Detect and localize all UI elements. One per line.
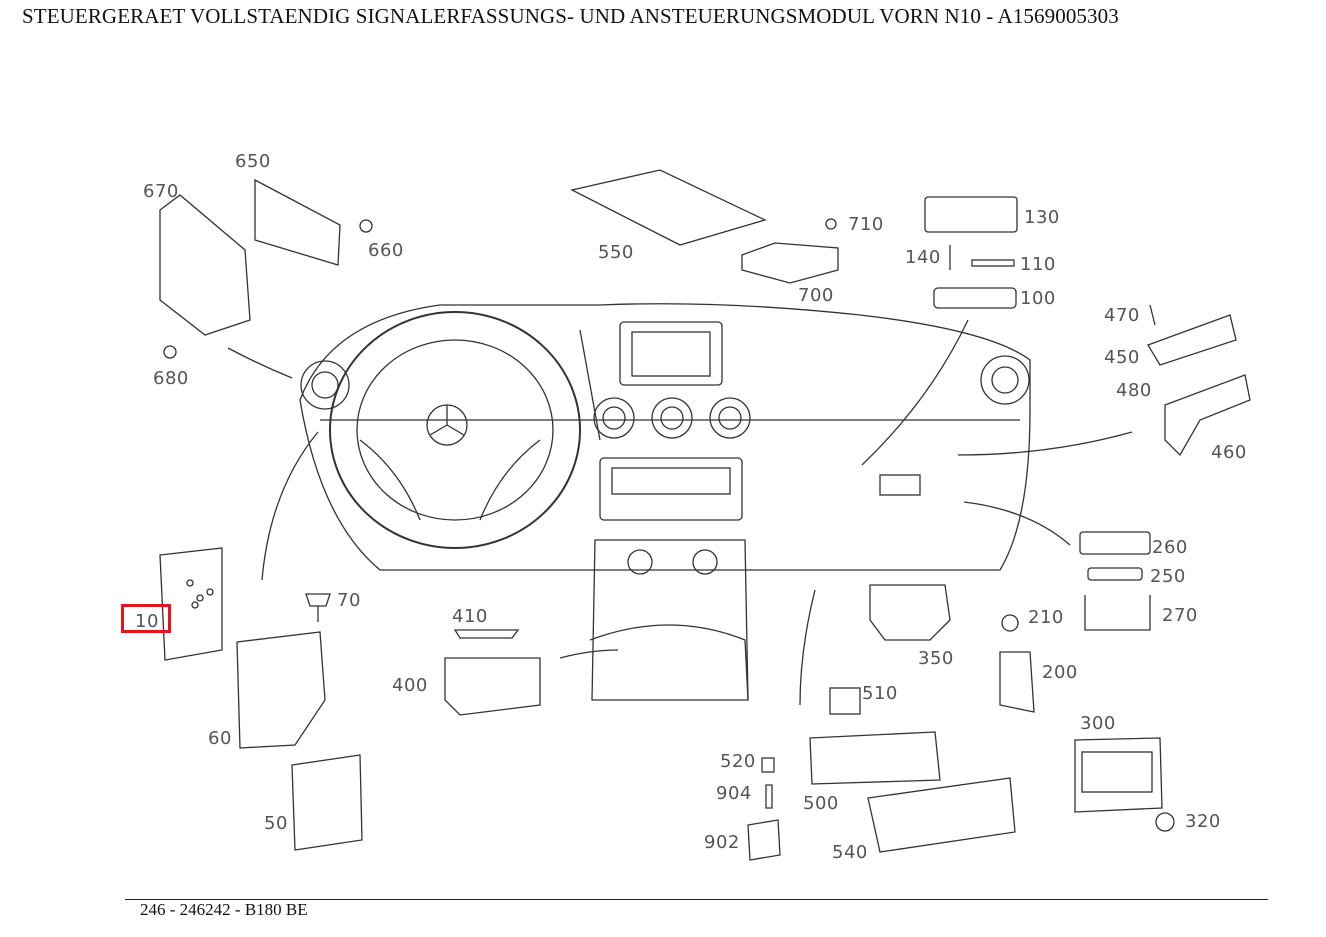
part-label-250: 250 [1150, 566, 1186, 587]
part-label-710: 710 [848, 214, 884, 235]
part-label-70: 70 [337, 590, 361, 611]
pointer-arrows [227, 319, 1133, 706]
part-label-450: 450 [1104, 347, 1140, 368]
part-label-660: 660 [368, 240, 404, 261]
part-label-520: 520 [720, 751, 756, 772]
part-label-680: 680 [153, 368, 189, 389]
part-label-670: 670 [143, 181, 179, 202]
part-label-410: 410 [452, 606, 488, 627]
part-label-400: 400 [392, 675, 428, 696]
part-label-10: 10 [135, 611, 159, 632]
part-label-320: 320 [1185, 811, 1221, 832]
part-label-902: 902 [704, 832, 740, 853]
dashboard-drawing [299, 303, 1031, 701]
part-label-300: 300 [1080, 713, 1116, 734]
part-label-904: 904 [716, 783, 752, 804]
part-label-350: 350 [918, 648, 954, 669]
part-label-700: 700 [798, 285, 834, 306]
part-label-110: 110 [1020, 254, 1056, 275]
part-label-260: 260 [1152, 537, 1188, 558]
part-labels: 650 670 660 680 550 710 700 130 140 110 … [135, 151, 1247, 863]
footer-caption: 246 - 246242 - B180 BE [140, 900, 308, 919]
part-label-500: 500 [803, 793, 839, 814]
part-label-270: 270 [1162, 605, 1198, 626]
part-shapes [159, 169, 1251, 861]
part-label-130: 130 [1024, 207, 1060, 228]
part-label-460: 460 [1211, 442, 1247, 463]
part-label-200: 200 [1042, 662, 1078, 683]
part-label-50: 50 [264, 813, 288, 834]
footer-divider [125, 899, 1268, 900]
part-label-140: 140 [905, 247, 941, 268]
part-label-550: 550 [598, 242, 634, 263]
part-label-60: 60 [208, 728, 232, 749]
part-label-650: 650 [235, 151, 271, 172]
part-label-470: 470 [1104, 305, 1140, 326]
part-label-210: 210 [1028, 607, 1064, 628]
part-label-100: 100 [1020, 288, 1056, 309]
part-label-510: 510 [862, 683, 898, 704]
part-label-540: 540 [832, 842, 868, 863]
page-title: STEUERGERAET VOLLSTAENDIG SIGNALERFASSUN… [22, 4, 1119, 28]
part-label-480: 480 [1116, 380, 1152, 401]
highlight-box [121, 604, 171, 633]
